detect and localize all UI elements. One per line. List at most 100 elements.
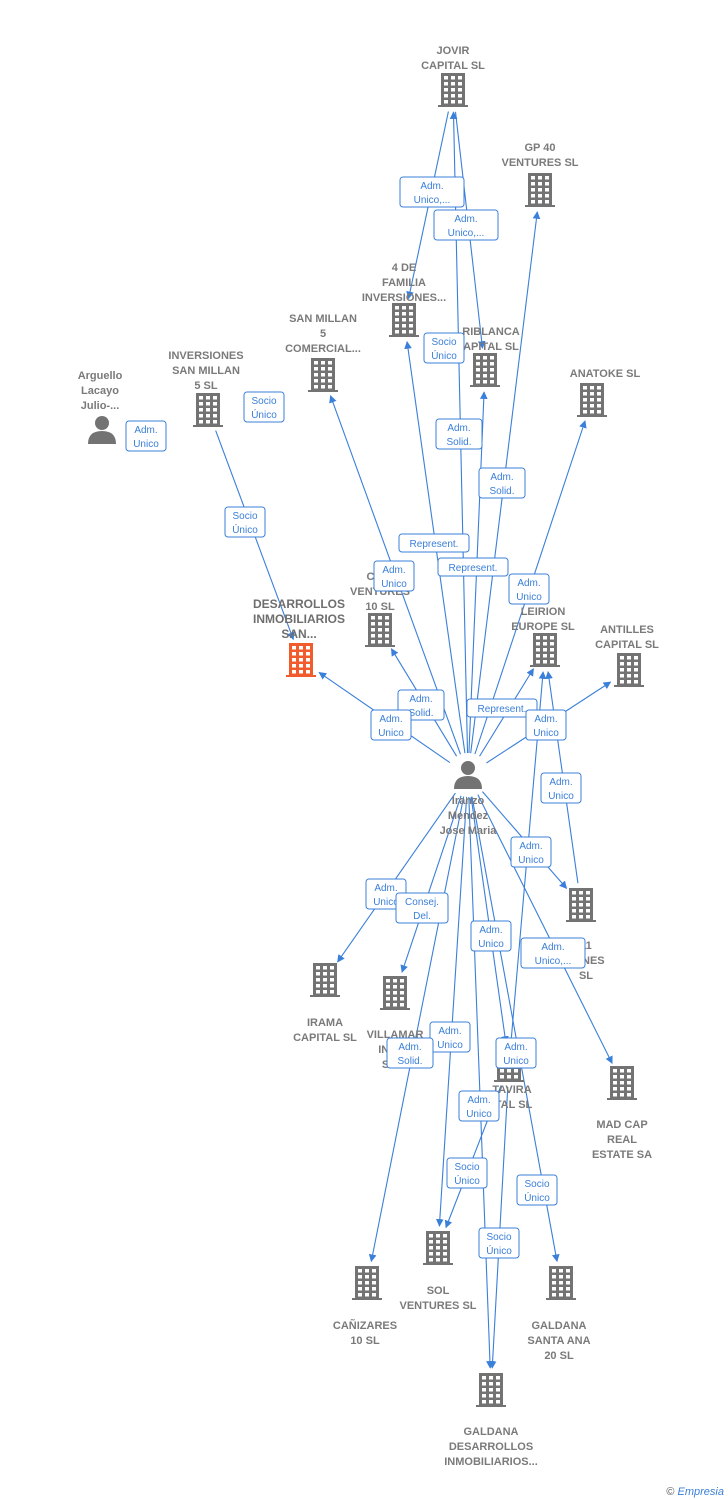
person-icon (88, 416, 116, 444)
node-label: Lacayo (81, 385, 119, 397)
edge-label[interactable]: Adm.Unico (495, 1037, 537, 1069)
edge-label-text: Adm. (134, 425, 157, 436)
node-label: SOL (427, 1285, 450, 1297)
node-label: Jose Maria (440, 825, 498, 837)
edge-label-text: Solid. (446, 437, 471, 448)
edge-label[interactable]: Adm.Unico (525, 709, 567, 741)
edge-label-text: Único (486, 1244, 512, 1257)
node-label: Iranzo (452, 795, 485, 807)
node-label: 5 SL (194, 380, 218, 392)
edge-label[interactable]: Represent. (437, 557, 509, 577)
edge-label[interactable]: Adm. Unico (370, 709, 412, 741)
copyright-symbol: © (666, 1486, 675, 1498)
edge-label[interactable]: Represent. (398, 533, 470, 553)
edge-label[interactable]: Adm.Solid. (386, 1037, 434, 1069)
node-label: INMOBILIARIOS (253, 612, 345, 626)
edge-label-text: Unico (518, 855, 544, 866)
edge-label-text: Adm. (379, 714, 402, 725)
edge-label-text: Unico (437, 1040, 463, 1051)
node-label: DESARROLLOS (253, 597, 345, 611)
edge-label[interactable]: Adm.Unico (125, 420, 167, 452)
edge-label[interactable]: Adm. Solid. (478, 467, 526, 499)
node-label: IRAMA (307, 1017, 343, 1029)
node-label: RIBLANCA (462, 326, 519, 338)
edge-label-text: Represent. (449, 563, 498, 574)
node-label: INMOBILIARIOS... (444, 1456, 538, 1468)
edge-iranzo-irama (337, 792, 456, 963)
building-icon (308, 358, 338, 392)
edge-label[interactable]: Adm.Unico (373, 560, 415, 592)
edge-label-text: Socio (431, 337, 456, 348)
edge-label[interactable]: Adm.Unico,... (399, 176, 465, 208)
edge-label[interactable]: Adm.Solid. (435, 418, 483, 450)
footer-brand[interactable]: ©Empresia (666, 1486, 724, 1498)
edge-label[interactable]: Adm.Unico (540, 772, 582, 804)
edge-label[interactable]: Adm.Unico,... (433, 209, 499, 241)
node-galdanadi[interactable]: GALDANADESARROLLOSINMOBILIARIOS... (444, 1373, 538, 1468)
building-icon (438, 73, 468, 107)
edge-label[interactable]: Adm.Unico (458, 1090, 500, 1122)
building-icon (577, 383, 607, 417)
edge-label[interactable]: Adm.Unico (510, 836, 552, 868)
edge-label[interactable]: Represent. (466, 698, 538, 718)
edge-label-text: Adm. (438, 1026, 461, 1037)
node-label: SL (579, 970, 593, 982)
node-label: 20 SL (544, 1350, 574, 1362)
edge-label-text: Único (251, 408, 277, 421)
edge-label-text: Adm. (374, 883, 397, 894)
edge-label-text: Único (431, 349, 457, 362)
building-icon (310, 963, 340, 997)
edge-label-text: Unico (503, 1056, 529, 1067)
edge-label[interactable]: Adm.Unico (508, 573, 550, 605)
edge-label-text: Unico (378, 728, 404, 739)
node-label: GALDANA (532, 1320, 587, 1332)
edge-label-text: Solid. (489, 486, 514, 497)
edge-label-text: Unico (533, 728, 559, 739)
edge-label-text: Unico,... (414, 195, 451, 206)
edge-label[interactable]: Adm. Unico (429, 1021, 471, 1053)
node-label: TAVIRA (492, 1084, 531, 1096)
node-label: CAÑIZARES (333, 1319, 397, 1332)
node-arguello[interactable]: ArguelloLacayoJulio-... (78, 370, 123, 444)
building-icon (476, 1373, 506, 1407)
node-cuatro[interactable]: 4 DEFAMILIAINVERSIONES... (362, 262, 446, 337)
edge-label-text: Adm. (490, 472, 513, 483)
edge-label[interactable]: Consej.Del. (395, 892, 449, 924)
edge-label-text: Adm. (541, 942, 564, 953)
node-label: Julio-... (81, 400, 120, 412)
edge-label[interactable]: Adm.Unico,... (520, 937, 586, 969)
node-desarrollos[interactable]: DESARROLLOSINMOBILIARIOSSAN... (253, 597, 345, 677)
edge-label-text: Único (454, 1174, 480, 1187)
node-sanmillan5c[interactable]: SAN MILLAN5COMERCIAL... (285, 313, 361, 392)
edge-label-text: Unico (373, 897, 399, 908)
edge-label-text: Socio (232, 511, 257, 522)
node-label: FAMILIA (382, 277, 426, 289)
edge-label[interactable]: Adm.Unico (470, 920, 512, 952)
node-label: JOVIR (436, 45, 469, 57)
node-label: INVERSIONES... (362, 292, 446, 304)
node-label: DESARROLLOS (449, 1441, 533, 1453)
node-anatoke[interactable]: ANATOKE SL (570, 368, 641, 417)
node-label: GP 40 (525, 142, 556, 154)
building-icon (423, 1231, 453, 1265)
edge-label-text: Consej. (405, 897, 439, 908)
